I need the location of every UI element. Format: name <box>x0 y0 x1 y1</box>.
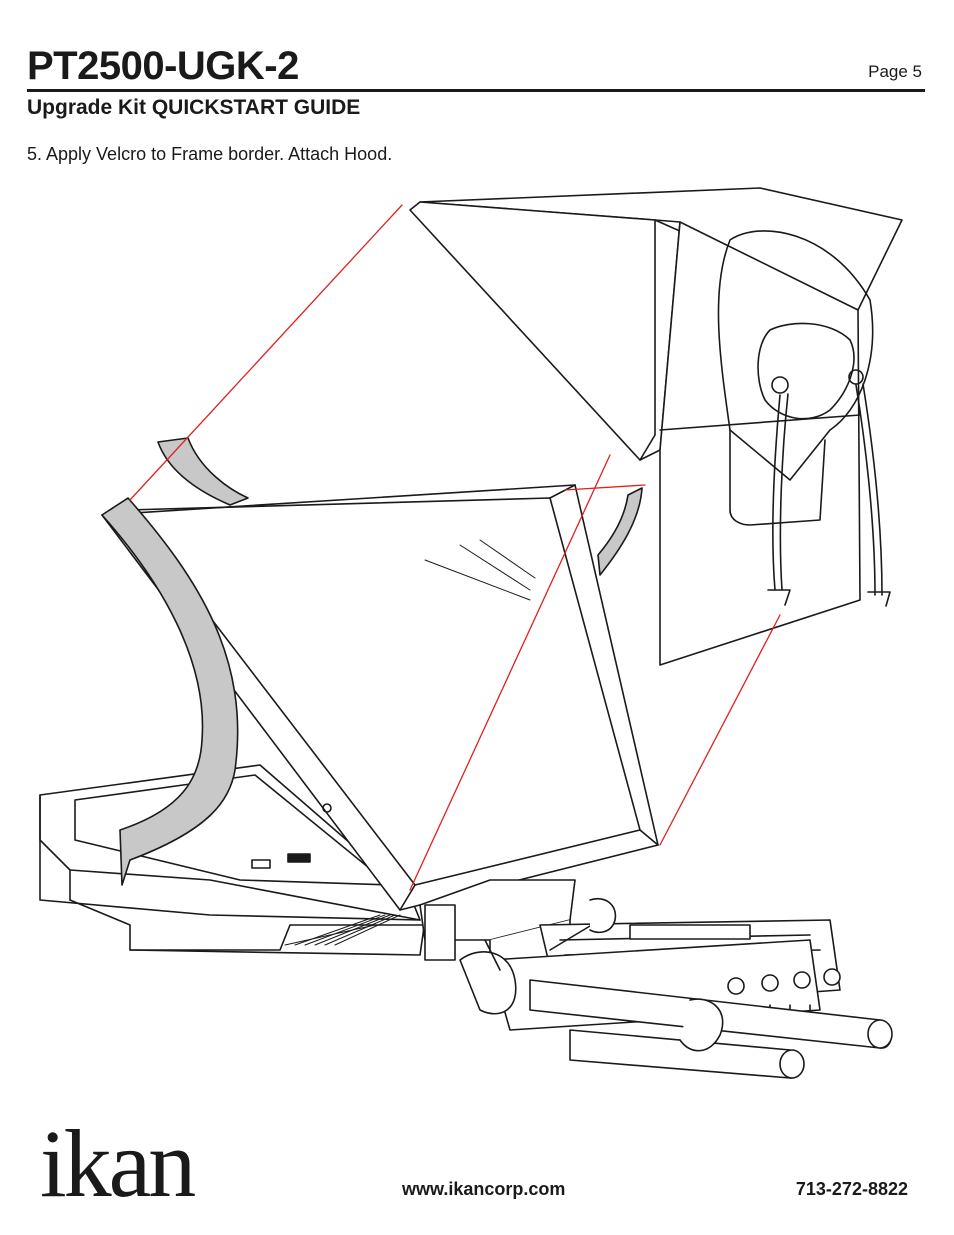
step-instruction: 5. Apply Velcro to Frame border. Attach … <box>27 144 393 164</box>
velcro-strips <box>101 437 643 886</box>
alignment-guides <box>129 204 781 891</box>
ikan-logo: ikan <box>40 1110 198 1208</box>
document-subtitle: Upgrade Kit QUICKSTART GUIDE <box>27 96 361 119</box>
website-link[interactable]: www.ikancorp.com <box>402 1179 566 1199</box>
rod-mount <box>419 879 893 1079</box>
page-number: Page 5 <box>868 62 922 81</box>
hood <box>409 187 903 666</box>
header-rule <box>27 89 925 92</box>
svg-text:ikan: ikan <box>40 1110 195 1208</box>
document-title: PT2500-UGK-2 <box>27 44 299 88</box>
phone-number: 713-272-8822 <box>795 1179 908 1199</box>
teleprompter-hood-illustration <box>39 187 903 1079</box>
